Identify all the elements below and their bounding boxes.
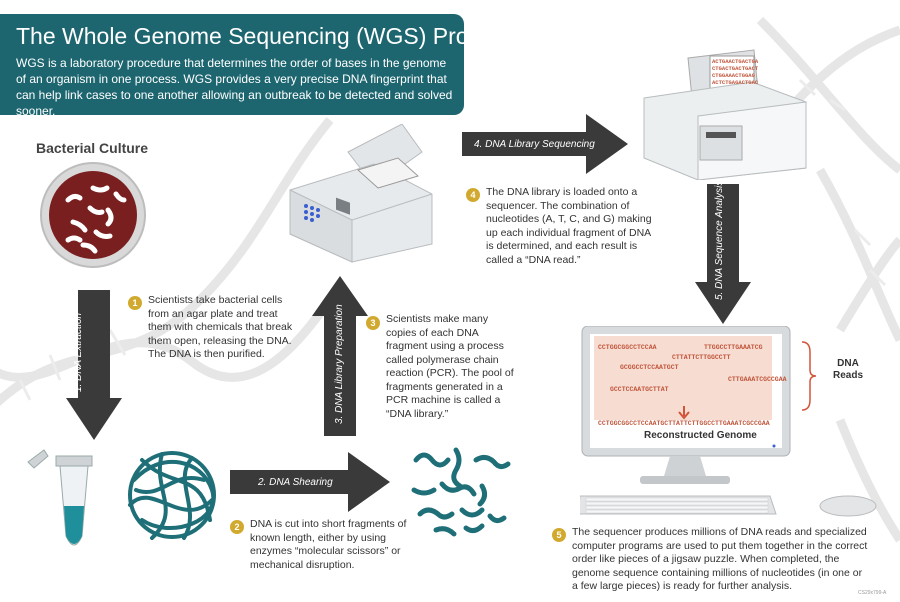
arrow-dna-extraction — [66, 290, 122, 440]
read-6: GCCTCCAATGCTTAT — [610, 386, 669, 393]
computer-monitor-icon — [580, 326, 877, 517]
test-tube-icon — [27, 449, 93, 546]
arrow-label-dna-library-sequencing: 4. DNA Library Sequencing — [474, 139, 595, 150]
step-1-text: Scientists take bacterial cells from an … — [148, 294, 293, 360]
step-badge-4: 4 — [466, 188, 480, 202]
arrow-label-dna-library-preparation: 3. DNA Library Preparation — [334, 304, 345, 424]
dna-tangle-icon — [128, 451, 216, 540]
sequencer-line: ACTCTGAGACTGAC — [712, 79, 759, 86]
arrow-label-dna-shearing: 2. DNA Shearing — [258, 477, 333, 488]
read-1: CCTGGCGGCCTCCAA — [598, 344, 657, 351]
read-2: TTGGCCTTGAAATCG — [704, 344, 763, 351]
sequencer-icon — [643, 49, 807, 180]
dna-fragments-icon — [411, 447, 511, 537]
step-4-text: The DNA library is loaded onto a sequenc… — [486, 186, 652, 266]
arrow-label-dna-sequence-analysis: 5. DNA Sequence Analysis — [714, 180, 725, 300]
read-3: CTTATTCTTGGCCTT — [672, 354, 731, 361]
page-title: The Whole Genome Sequencing (WGS) Proces… — [16, 23, 516, 49]
step-5-text: The sequencer produces millions of DNA r… — [572, 526, 868, 592]
step-3-text: Scientists make many copies of each DNA … — [386, 313, 514, 420]
step-badge-3: 3 — [366, 316, 380, 330]
sequencer-line: CTGACTGACTGACT — [712, 65, 759, 72]
arrow-dna-library-preparation — [312, 276, 368, 436]
read-4: GCGGCCTCCAATGCT — [620, 364, 679, 371]
footer-code: CS29x799-A — [858, 590, 887, 596]
read-5: CTTGAAATCGCCGAA — [728, 376, 787, 383]
reconstructed-genome-sequence: CCTGGCGGCCTCCAATGCTTATTCTTGGCCTTGAAATCGC… — [598, 420, 770, 427]
arrow-dna-sequence-analysis — [695, 184, 751, 324]
petri-dish-icon — [40, 162, 146, 268]
step-badge-1: 1 — [128, 296, 142, 310]
reconstructed-genome-label: Reconstructed Genome — [644, 430, 757, 441]
title-banner: The Whole Genome Sequencing (WGS) Proces… — [0, 14, 516, 118]
dna-reads-label: DNA Reads — [832, 358, 863, 381]
pcr-machine-icon — [289, 124, 433, 263]
step-badge-5: 5 — [552, 528, 566, 542]
arrow-dna-library-sequencing — [462, 114, 628, 174]
step-badge-2: 2 — [230, 520, 244, 534]
page-description: WGS is a laboratory procedure that deter… — [16, 56, 453, 118]
sequencer-line: ACTGAACTGACTGA — [712, 58, 759, 65]
sequencer-screen: ACTGAACTGACTGA CTGACTGACTGACT CTGGAAACTG… — [712, 58, 759, 86]
arrow-label-dna-extraction: 1. DNA Extraction — [73, 312, 84, 392]
bacterial-culture-title: Bacterial Culture — [36, 140, 149, 156]
arrow-dna-shearing — [230, 452, 390, 512]
step-2-text: DNA is cut into short fragments of known… — [250, 518, 407, 571]
sequencer-line: CTGGAAACTGGAG — [712, 72, 755, 79]
